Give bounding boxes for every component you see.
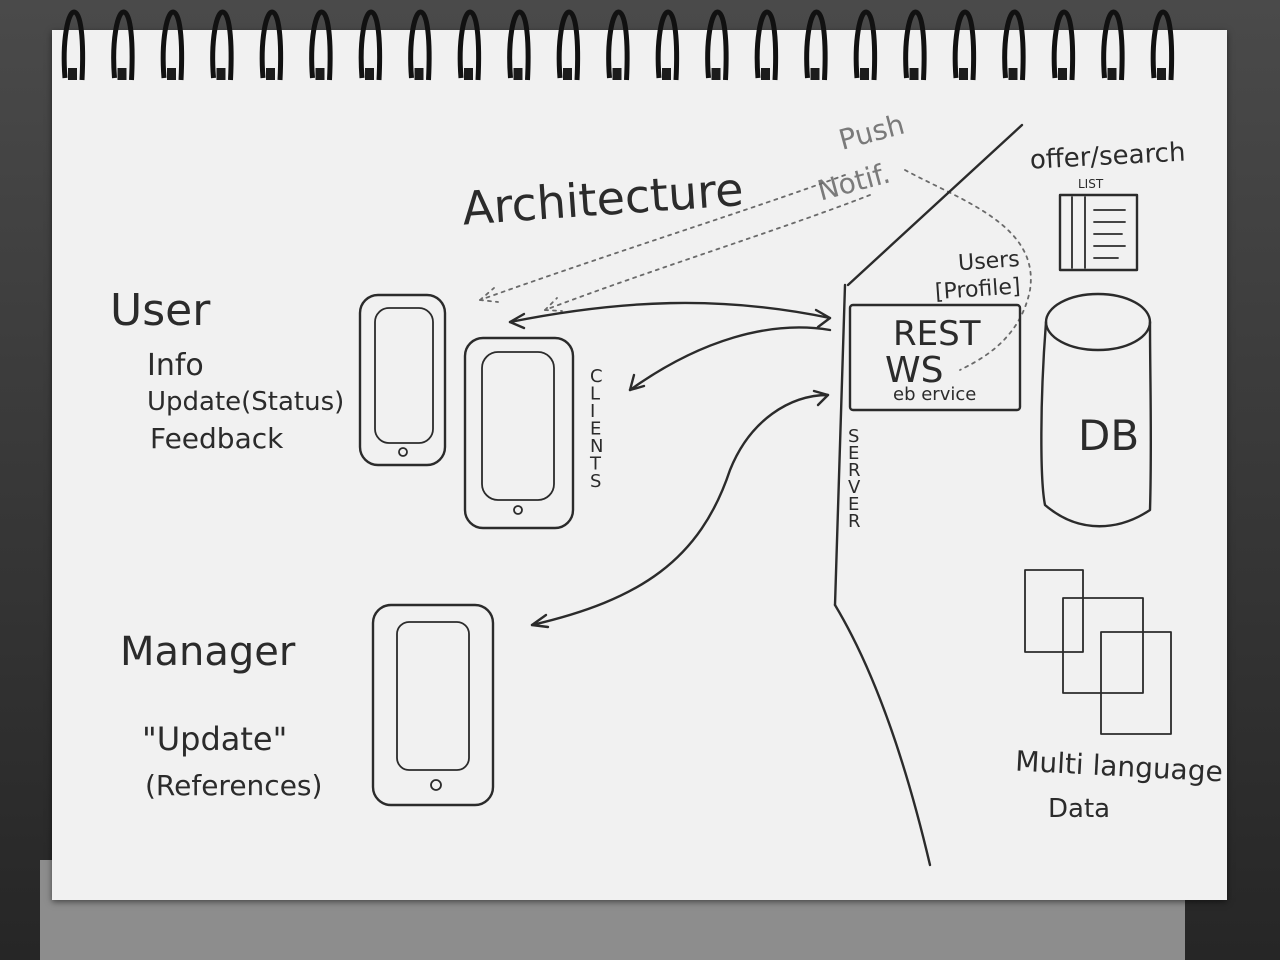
manager-item-update: "Update" xyxy=(142,720,287,758)
binding-hole xyxy=(464,68,473,80)
binding-hole xyxy=(910,68,919,80)
phone-user-2 xyxy=(465,338,573,528)
spiral-binding xyxy=(64,12,1171,80)
clients-letter: S xyxy=(590,471,601,492)
binding-hole xyxy=(662,68,671,80)
phone-user-1 xyxy=(360,295,445,465)
multilanguage-documents-icon xyxy=(1025,570,1171,734)
list-label: LIST xyxy=(1078,177,1104,191)
manager-item-references: (References) xyxy=(145,769,322,802)
arrow-clients-server xyxy=(630,328,830,391)
list-document-icon xyxy=(1060,195,1137,270)
binding-hole xyxy=(712,68,721,80)
binding-hole xyxy=(1009,68,1018,80)
db-label: DB xyxy=(1078,411,1139,460)
binding-hole xyxy=(811,68,820,80)
rest-label: REST xyxy=(893,314,981,354)
web-service-label: eb ervice xyxy=(893,384,976,405)
arrow-head-right-1 xyxy=(816,310,830,327)
server-label: SERVER xyxy=(848,426,861,532)
offer-search-label: offer/search xyxy=(1029,138,1186,176)
data-label: Data xyxy=(1048,794,1110,824)
binding-hole xyxy=(118,68,127,80)
push-label: Push xyxy=(835,108,908,157)
user-item-info: Info xyxy=(147,348,204,383)
server-letter: R xyxy=(848,511,861,532)
manager-heading: Manager xyxy=(120,629,296,675)
user-item-update-status: Update(Status) xyxy=(147,387,344,417)
binding-hole xyxy=(415,68,424,80)
binding-hole xyxy=(217,68,226,80)
binding-hole xyxy=(68,68,77,80)
binding-hole xyxy=(266,68,275,80)
binding-hole xyxy=(1058,68,1067,80)
binding-hole xyxy=(959,68,968,80)
binding-hole xyxy=(761,68,770,80)
clients-label: CLIENTS xyxy=(589,366,603,492)
user-heading: User xyxy=(110,285,211,336)
binding-hole xyxy=(316,68,325,80)
user-item-feedback: Feedback xyxy=(150,422,284,455)
arrow-manager-server xyxy=(532,395,828,625)
multilanguage-label: Multi language xyxy=(1014,745,1223,789)
phone-manager xyxy=(373,605,493,805)
binding-hole xyxy=(167,68,176,80)
users-label: Users xyxy=(957,247,1020,276)
profile-label: [Profile] xyxy=(934,274,1021,305)
binding-hole xyxy=(514,68,523,80)
binding-hole xyxy=(860,68,869,80)
notif-label: Notif. xyxy=(814,157,894,208)
binding-hole xyxy=(563,68,572,80)
server-lower-line xyxy=(835,605,930,865)
server-wall-line xyxy=(835,285,845,605)
binding-hole xyxy=(365,68,374,80)
binding-hole xyxy=(1157,68,1166,80)
arrow-head-right-3 xyxy=(814,391,828,405)
binding-hole xyxy=(613,68,622,80)
binding-hole xyxy=(1108,68,1117,80)
